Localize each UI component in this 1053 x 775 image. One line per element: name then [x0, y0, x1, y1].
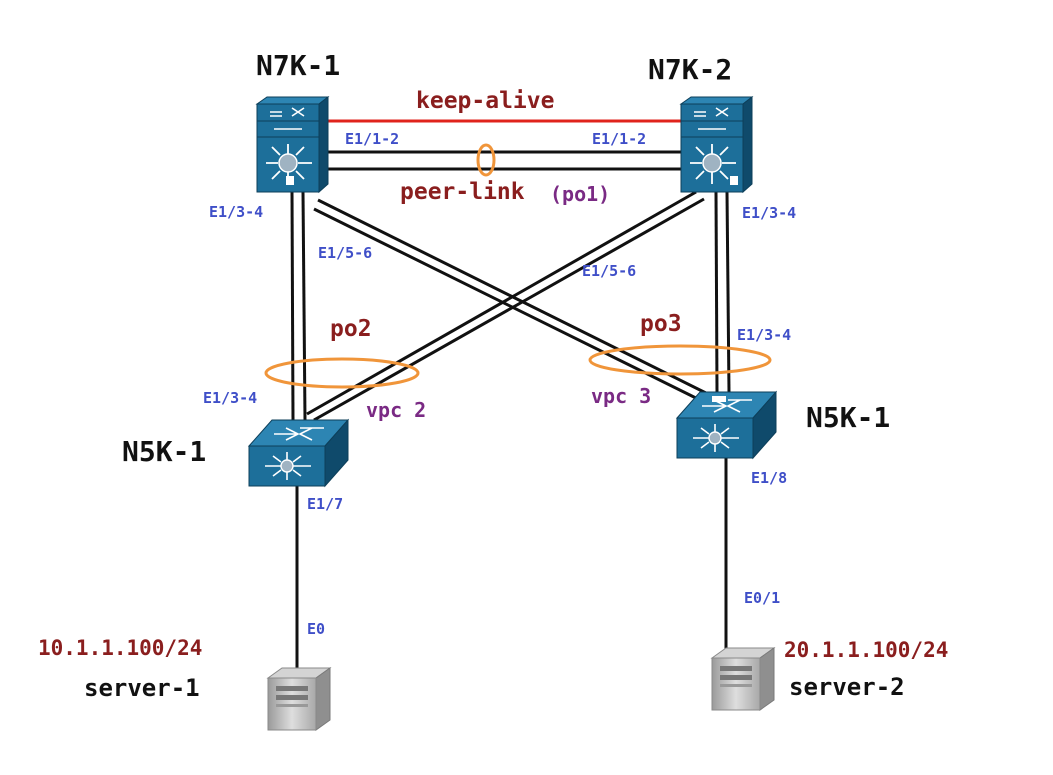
- port-n5kleft-e13: E1/3-4: [203, 389, 258, 407]
- port-n7k1-peer: E1/1-2: [345, 130, 400, 148]
- n5k-left-switch-icon[interactable]: [247, 418, 350, 488]
- po3-ring: [588, 344, 772, 376]
- server2-ip-label: 20.1.1.100/24: [784, 638, 949, 662]
- po2-label: po2: [330, 316, 372, 342]
- server-2-icon[interactable]: [710, 647, 776, 711]
- peer-link-label: peer-link: [400, 179, 525, 205]
- n5k-left-label: N5K-1: [122, 435, 207, 468]
- port-n5kright-e13: E1/3-4: [737, 326, 792, 344]
- port-n7k1-e15: E1/5-6: [318, 244, 373, 262]
- server1-name-label: server-1: [84, 674, 200, 702]
- port-n7k2-e15: E1/5-6: [582, 262, 637, 280]
- port-n5kright-e18: E1/8: [751, 469, 788, 487]
- peer-link: [328, 150, 684, 171]
- link-n7k2-n5kright: [714, 191, 731, 393]
- port-server1-e0: E0: [307, 620, 326, 638]
- server-1-icon[interactable]: [266, 667, 332, 731]
- vpc3-label: vpc 3: [591, 384, 652, 408]
- link-n7k2-n5kleft: [306, 190, 705, 422]
- po2-ring: [264, 357, 420, 389]
- server1-ip-label: 10.1.1.100/24: [38, 636, 203, 660]
- port-n7k1-e13: E1/3-4: [209, 203, 264, 221]
- peer-link-ring: [476, 143, 496, 177]
- link-n7k1-n5kright: [313, 198, 713, 404]
- vpc2-label: vpc 2: [366, 398, 427, 422]
- keep-alive-label: keep-alive: [416, 88, 555, 114]
- n7k-1-switch-icon[interactable]: [255, 95, 330, 194]
- port-server2-e01: E0/1: [744, 589, 781, 607]
- peer-link-po-label: (po1): [550, 182, 611, 206]
- n7k-2-label: N7K-2: [648, 53, 733, 86]
- n7k-2-switch-icon[interactable]: [679, 95, 754, 194]
- port-n5kleft-e17: E1/7: [307, 495, 344, 513]
- n5k-right-label: N5K-1: [806, 401, 891, 434]
- n7k-1-label: N7K-1: [256, 49, 341, 82]
- n5k-right-switch-icon[interactable]: [675, 390, 778, 460]
- link-n7k1-n5kleft: [290, 191, 307, 421]
- port-n7k2-peer: E1/1-2: [592, 130, 647, 148]
- port-n7k2-e13: E1/3-4: [742, 204, 797, 222]
- po3-label: po3: [640, 311, 682, 337]
- server2-name-label: server-2: [789, 673, 905, 701]
